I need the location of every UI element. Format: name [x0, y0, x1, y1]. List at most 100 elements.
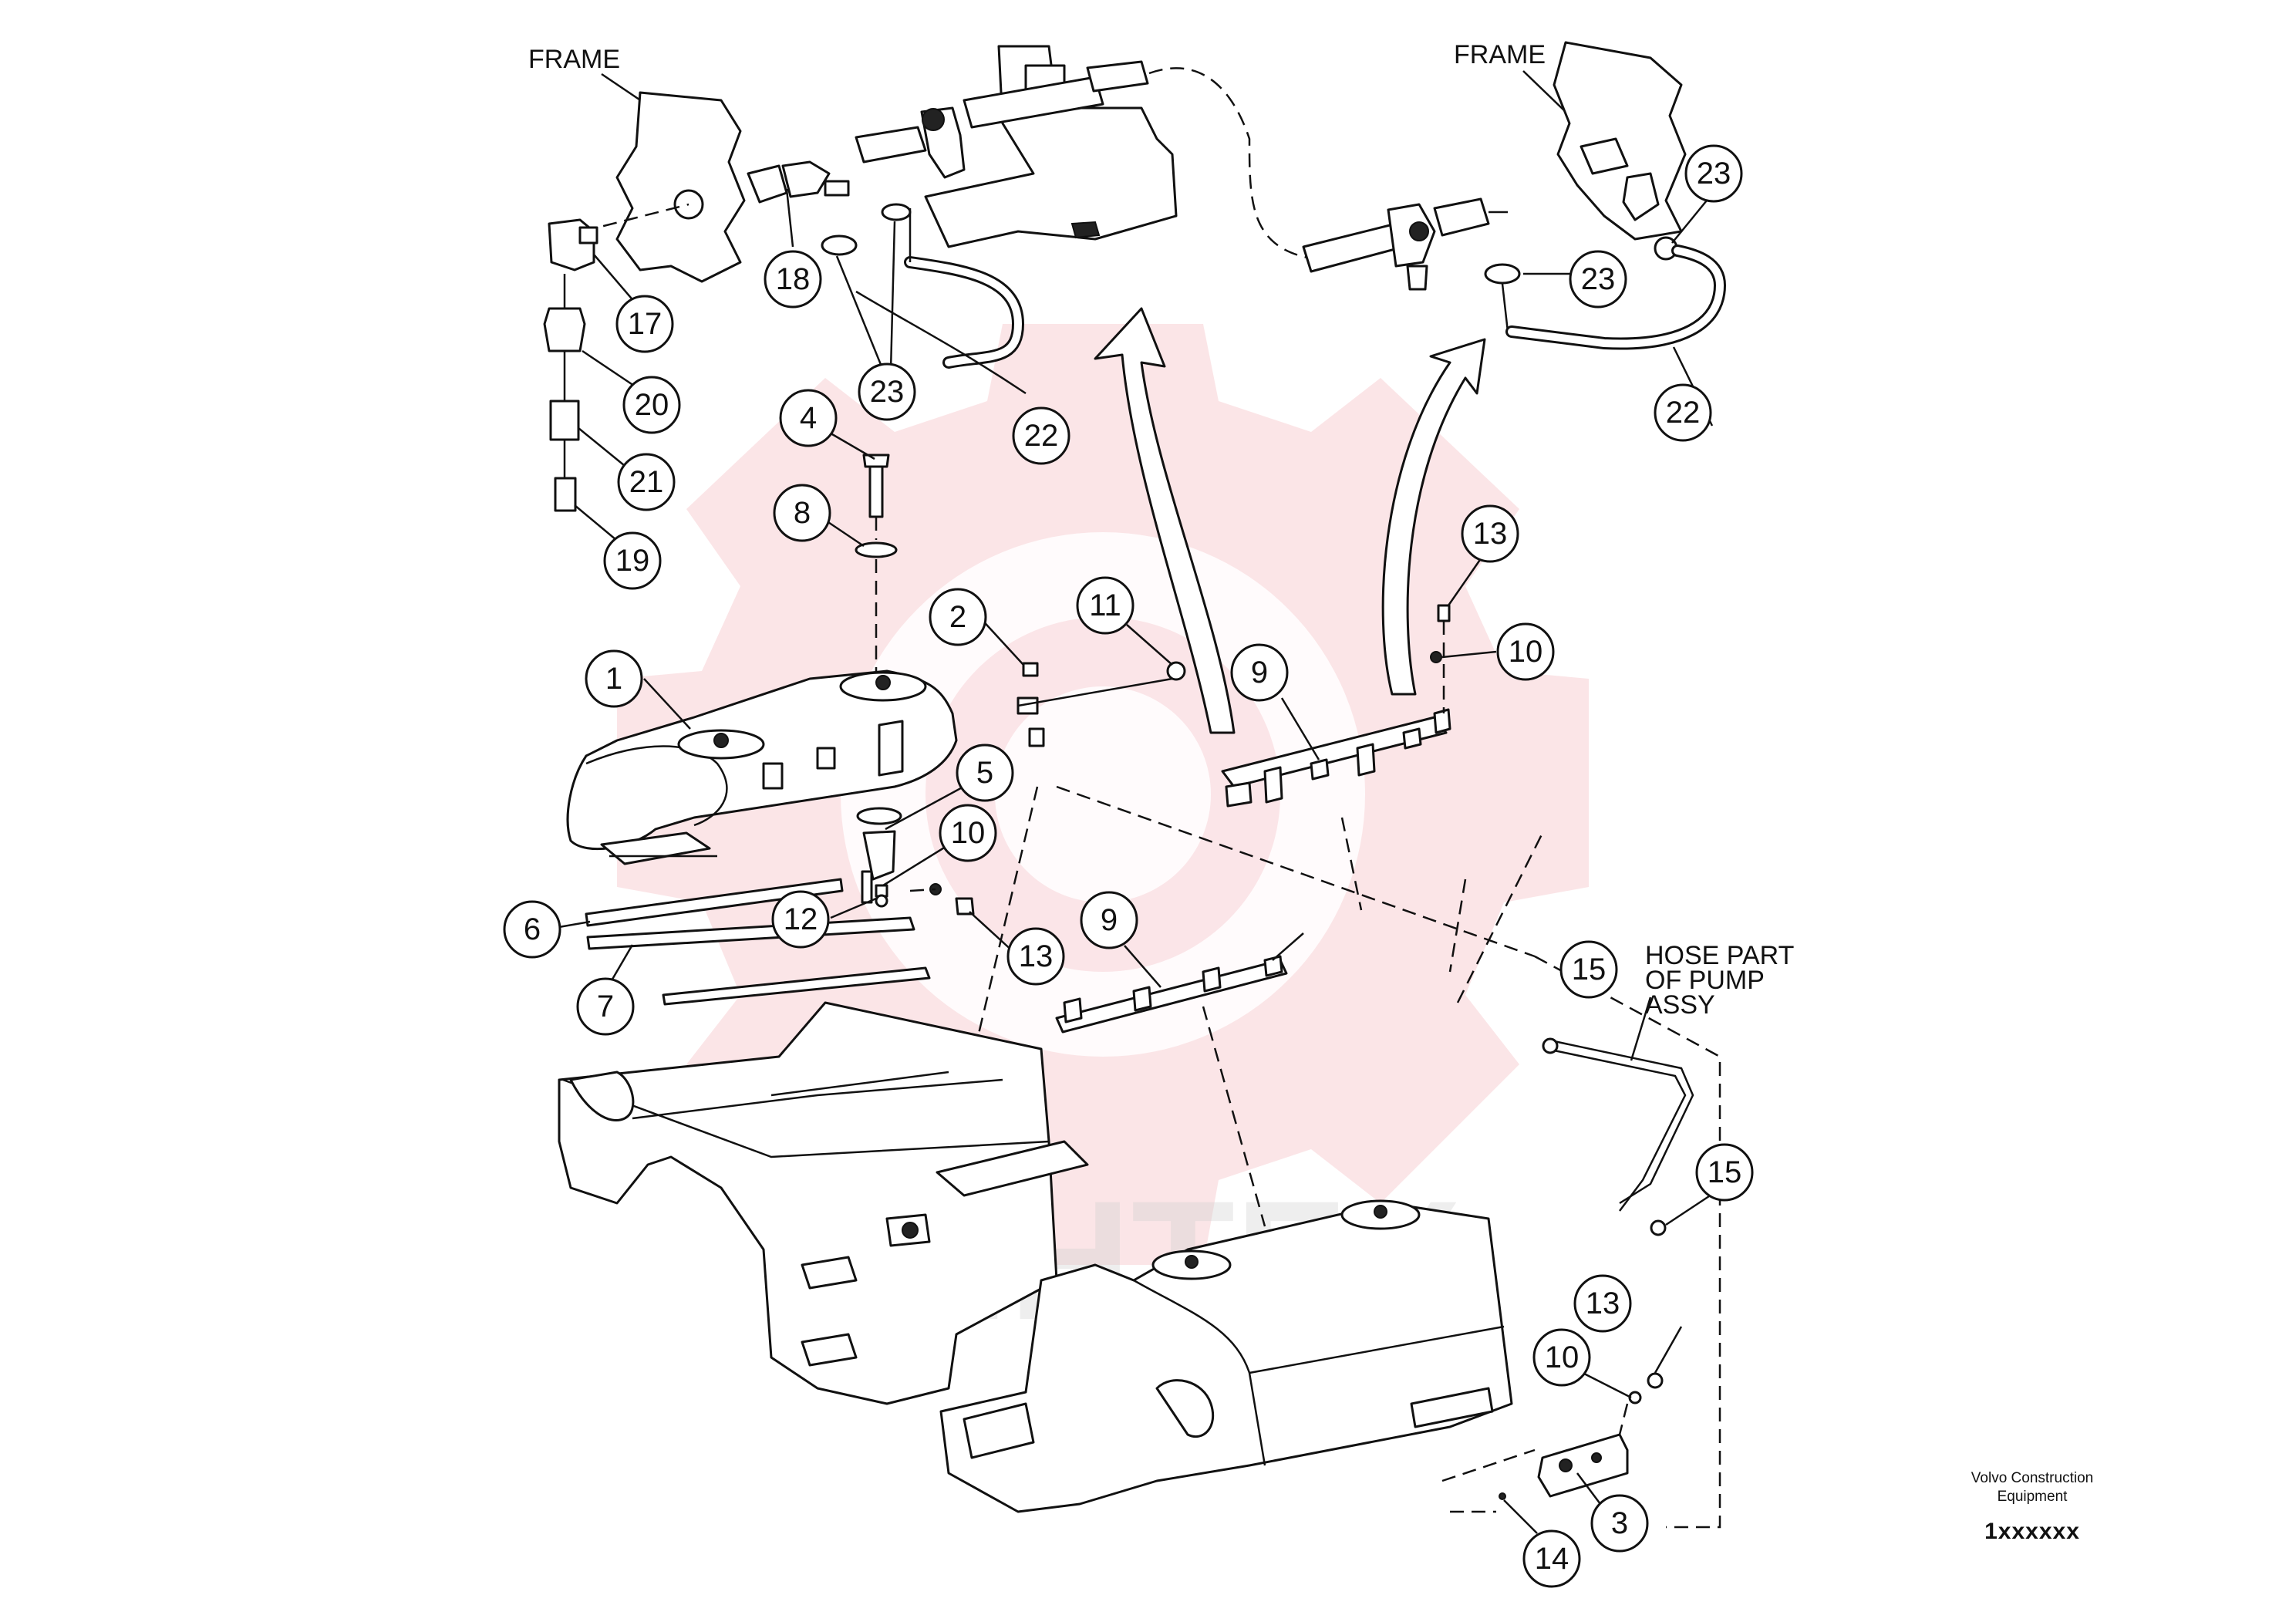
callout-4: 4 — [779, 389, 838, 447]
callout-23-left: 23 — [858, 363, 916, 421]
svg-text:3: 3 — [1611, 1506, 1628, 1540]
svg-text:20: 20 — [635, 388, 669, 422]
bolt-13-upper — [1437, 604, 1451, 622]
svg-text:5: 5 — [976, 756, 993, 790]
callout-20: 20 — [622, 376, 681, 434]
svg-text:22: 22 — [1666, 396, 1701, 430]
callout-2: 2 — [929, 588, 987, 646]
svg-text:11: 11 — [1089, 588, 1121, 622]
ring-15-lower — [1650, 1219, 1667, 1236]
callout-7: 7 — [576, 977, 635, 1036]
callout-22-left: 22 — [1012, 406, 1070, 465]
brand-line2: Equipment — [1997, 1489, 2068, 1505]
svg-text:15: 15 — [1708, 1155, 1742, 1189]
callout-13-upper: 13 — [1461, 504, 1519, 563]
battery-cover-1 — [566, 669, 958, 851]
svg-text:9: 9 — [1101, 903, 1118, 937]
svg-text:7: 7 — [597, 990, 614, 1023]
frame-chassis-left — [558, 1001, 1089, 1405]
mounting-rail-9-upper — [1221, 604, 1451, 808]
clamp-23d — [1484, 263, 1521, 285]
callout-10-lower: 10 — [1532, 1328, 1591, 1387]
callout-10-upper: 10 — [1496, 622, 1555, 681]
cap-11 — [1166, 661, 1186, 681]
callout-19: 19 — [603, 531, 662, 590]
frame-plate-right — [1553, 41, 1687, 241]
pump-assembly — [1499, 996, 1694, 1500]
svg-text:19: 19 — [615, 544, 650, 578]
svg-text:15: 15 — [1572, 953, 1607, 986]
svg-text:6: 6 — [524, 912, 541, 946]
elbow-fitting-18 — [747, 160, 850, 204]
top-cover-group — [566, 454, 1186, 1006]
part-code: 1xxxxxx — [1984, 1519, 2080, 1544]
mounting-rail-9-lower — [1055, 932, 1304, 1034]
callout-22-right: 22 — [1654, 383, 1712, 442]
svg-text:23: 23 — [1697, 157, 1731, 191]
callout-17: 17 — [615, 295, 674, 353]
washer-5 — [856, 807, 902, 825]
callout-9-upper: 9 — [1230, 643, 1289, 702]
adapter-20 — [543, 307, 586, 352]
callout-10-middle: 10 — [939, 804, 997, 862]
pipe-right — [1302, 222, 1405, 273]
svg-text:17: 17 — [628, 307, 663, 341]
callout-8: 8 — [773, 484, 831, 542]
svg-text:14: 14 — [1535, 1542, 1569, 1576]
svg-text:2: 2 — [949, 600, 966, 634]
washer-10-upper — [1430, 651, 1442, 663]
svg-text:23: 23 — [870, 375, 905, 409]
frame-left-label: FRAME — [528, 45, 620, 74]
brand-line1: Volvo Construction — [1971, 1470, 2094, 1486]
frame-left-group: FRAME — [528, 45, 850, 512]
adapter-21 — [549, 400, 580, 441]
callout-14: 14 — [1522, 1529, 1581, 1588]
callout-15-lower: 15 — [1695, 1143, 1754, 1202]
svg-text:10: 10 — [951, 816, 986, 850]
callout-11: 11 — [1076, 576, 1135, 635]
hose-note-line1: HOSE PART — [1645, 941, 1794, 970]
clamp-23a — [821, 234, 858, 256]
callout-3: 3 — [1590, 1494, 1649, 1553]
nut-2 — [1022, 662, 1039, 677]
flow-arrows — [1094, 307, 1486, 734]
hose-note: HOSE PART OF PUMP ASSY — [1645, 941, 1794, 1020]
tank-assembly — [939, 1199, 1513, 1513]
svg-text:18: 18 — [776, 262, 811, 296]
ring-15-upper — [1542, 1037, 1559, 1054]
washer-10-lower — [1628, 1391, 1642, 1404]
bolt-13-lower — [1647, 1372, 1664, 1389]
callout-13-lower: 13 — [1573, 1274, 1632, 1333]
callout-5: 5 — [956, 744, 1014, 802]
svg-text:13: 13 — [1473, 517, 1508, 551]
svg-text:22: 22 — [1024, 419, 1059, 453]
clamp-23b — [881, 203, 912, 221]
svg-text:13: 13 — [1586, 1286, 1620, 1320]
svg-text:23: 23 — [1581, 262, 1616, 296]
svg-text:1: 1 — [605, 662, 622, 696]
upper-bracket-group — [821, 45, 1312, 395]
callouts: 1 2 3 4 5 6 7 8 9 9 10 10 10 11 12 13 13… — [503, 144, 1754, 1588]
svg-text:10: 10 — [1509, 635, 1543, 669]
callout-15-upper: 15 — [1559, 940, 1618, 999]
callout-13-middle: 13 — [1006, 927, 1065, 986]
svg-text:4: 4 — [800, 401, 817, 435]
svg-text:10: 10 — [1545, 1340, 1580, 1374]
callout-1: 1 — [585, 649, 643, 708]
frame-plate-left — [615, 91, 746, 283]
frame-right-label: FRAME — [1454, 40, 1546, 69]
curved-arrow-left — [1094, 307, 1236, 734]
hose-note-line2: OF PUMP — [1645, 966, 1765, 995]
brand-block: Volvo Construction Equipment 1xxxxxx — [1944, 1469, 2121, 1545]
callout-12: 12 — [771, 890, 830, 949]
svg-text:12: 12 — [784, 902, 818, 936]
upper-right-group: FRAME — [1302, 40, 1727, 350]
callout-18: 18 — [764, 250, 822, 309]
callout-6: 6 — [503, 900, 561, 959]
svg-text:13: 13 — [1019, 939, 1054, 973]
svg-text:21: 21 — [629, 465, 664, 499]
pump-3 — [1537, 1433, 1629, 1498]
svg-text:8: 8 — [794, 496, 811, 530]
callout-23-right-middle: 23 — [1569, 250, 1627, 309]
washer-8 — [855, 541, 898, 558]
